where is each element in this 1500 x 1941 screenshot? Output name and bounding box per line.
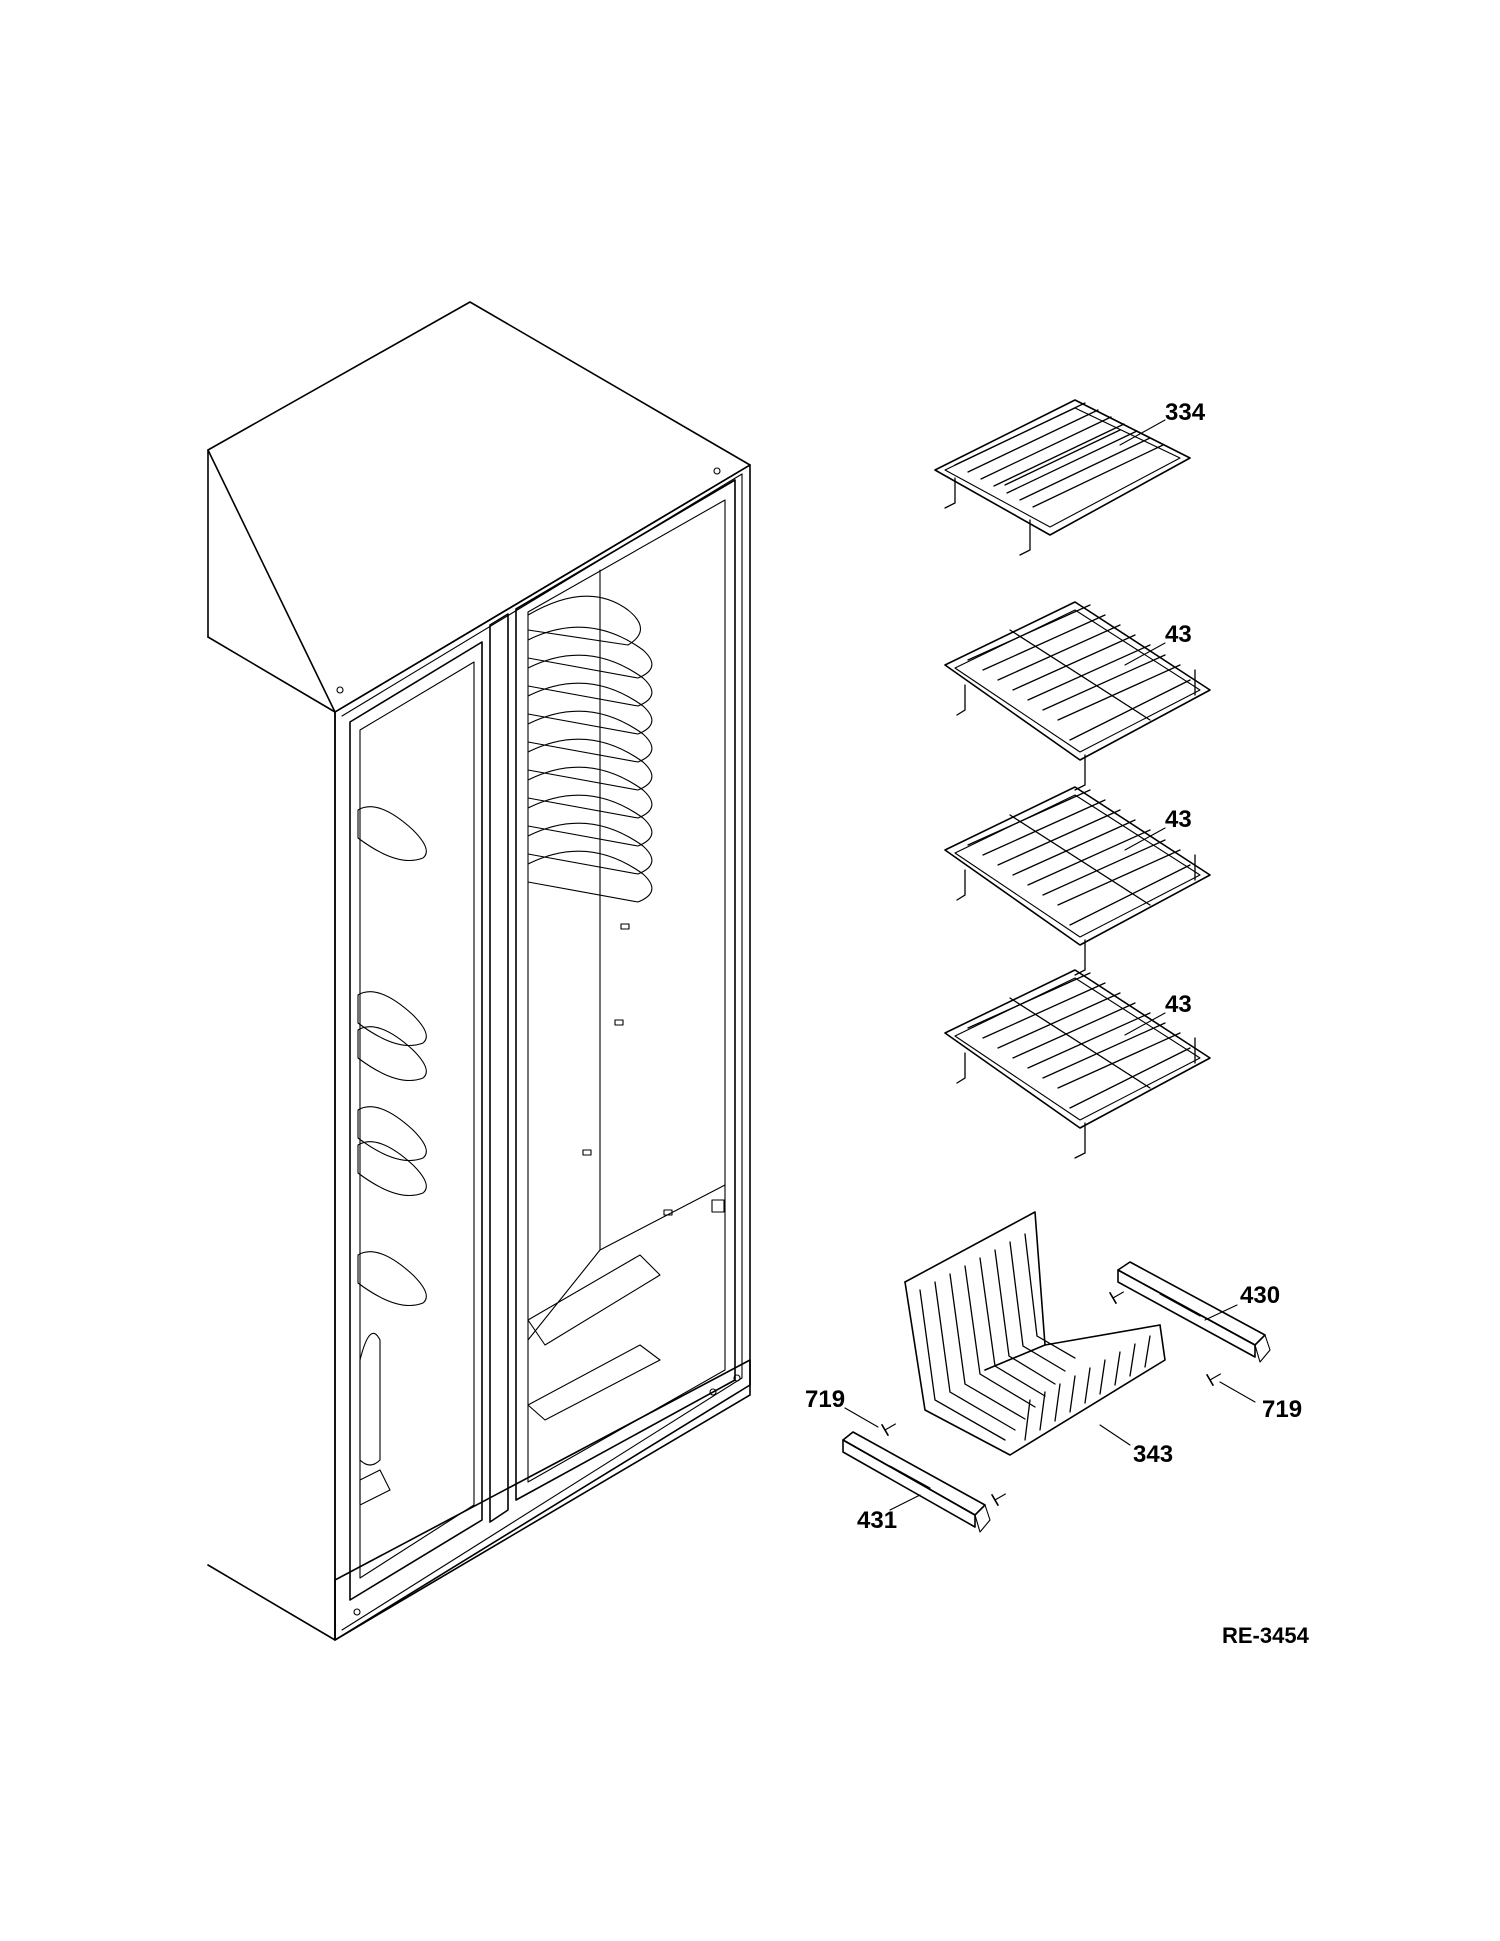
callout-719-right: 719	[1262, 1396, 1302, 1423]
callout-343: 343	[1133, 1441, 1173, 1468]
wire-shelf-top	[934, 399, 1191, 556]
callout-43-c: 43	[1165, 991, 1192, 1018]
wire-shelf-1	[944, 601, 1211, 791]
slide-rail-right	[1117, 1261, 1271, 1363]
wire-shelf-2	[944, 786, 1211, 976]
wire-basket-icon	[904, 1211, 1166, 1456]
callout-430: 430	[1240, 1282, 1280, 1309]
refrigerator-cabinet-icon	[207, 301, 751, 1641]
cabinet-bin-supports	[357, 806, 427, 1506]
wire-shelf-3	[944, 969, 1211, 1159]
screw-icon	[881, 1291, 1221, 1506]
slide-rail-left	[842, 1431, 991, 1533]
callout-43-a: 43	[1165, 621, 1192, 648]
callout-719-left: 719	[805, 1386, 845, 1413]
callout-334: 334	[1165, 399, 1206, 426]
reference-code: RE-3454	[1222, 1623, 1310, 1648]
cabinet-shelf-rails	[527, 595, 653, 903]
callout-431: 431	[857, 1507, 897, 1534]
leader-lines	[844, 419, 1256, 1511]
wire-shelf-top-bars	[954, 402, 1164, 508]
callout-43-b: 43	[1165, 806, 1192, 833]
